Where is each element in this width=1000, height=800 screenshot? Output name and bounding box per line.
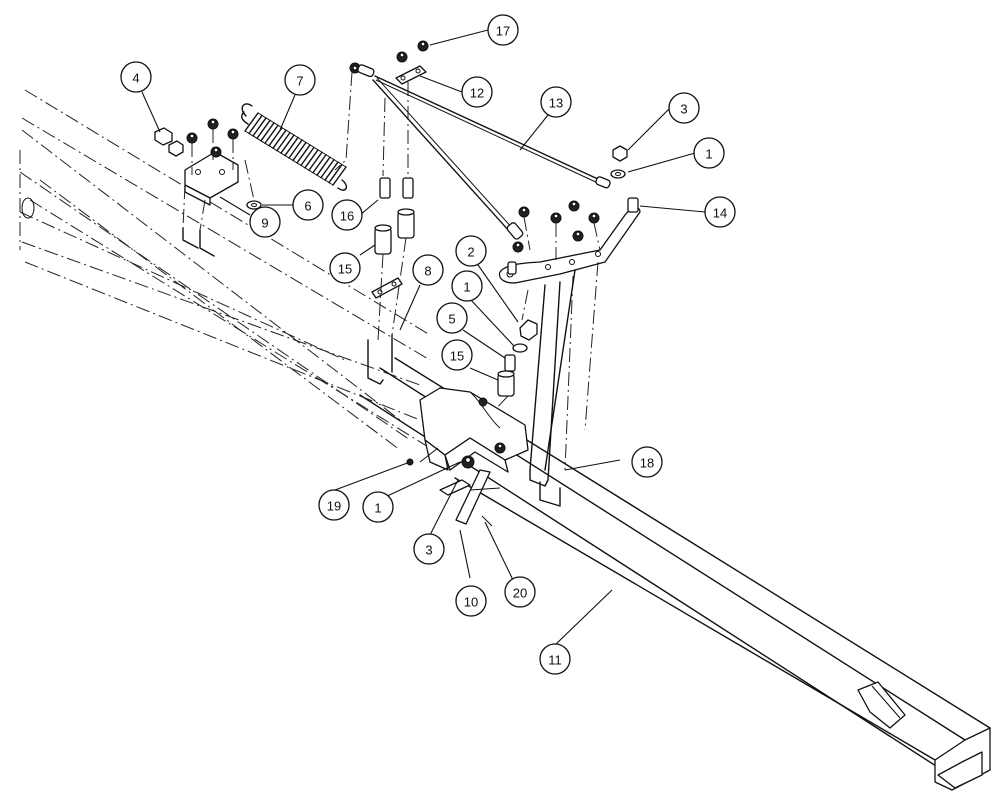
callout-number: 1 — [705, 147, 712, 162]
callout-balloon — [329, 252, 361, 284]
callout-balloon — [504, 576, 536, 608]
callout-number: 1 — [463, 280, 470, 295]
callout-number: 15 — [338, 262, 352, 277]
cable-assembly — [334, 62, 611, 253]
callout-number: 9 — [261, 216, 268, 231]
callout-balloon — [461, 76, 493, 108]
callout-1: 1 — [362, 491, 394, 523]
callout-balloon — [318, 489, 350, 521]
callout-balloon — [704, 196, 736, 228]
callout-number: 12 — [470, 86, 484, 101]
callout-balloon — [362, 491, 394, 523]
callout-balloon — [413, 533, 445, 565]
callout-number: 8 — [424, 264, 431, 279]
callout-balloon — [540, 86, 572, 118]
callout-number: 6 — [304, 199, 311, 214]
center-spacers — [367, 40, 429, 385]
callout-11: 11 — [539, 643, 571, 675]
callout-number: 5 — [448, 312, 455, 327]
callout-balloon — [441, 339, 473, 371]
callout-6: 6 — [292, 189, 324, 221]
callout-7: 7 — [284, 64, 316, 96]
callout-balloon — [487, 14, 519, 46]
washer-6 — [244, 159, 262, 210]
callout-balloon — [331, 199, 363, 231]
callout-number: 13 — [549, 96, 563, 111]
callout-13: 13 — [540, 86, 572, 118]
callout-balloon — [292, 189, 324, 221]
u-bolts-18 — [529, 261, 599, 507]
pivot-stack — [489, 289, 538, 416]
callout-number: 3 — [680, 102, 687, 117]
callout-number: 15 — [450, 349, 464, 364]
callout-balloon — [455, 585, 487, 617]
callout-number: 19 — [327, 499, 341, 514]
callout-19: 19 — [318, 489, 350, 521]
callout-number: 17 — [496, 24, 510, 39]
callout-balloon — [455, 235, 487, 267]
callout-balloon — [120, 61, 152, 93]
callout-18: 18 — [631, 446, 663, 478]
callout-number: 7 — [296, 74, 303, 89]
callout-number: 2 — [467, 245, 474, 260]
callout-4: 4 — [120, 61, 152, 93]
callout-number: 14 — [713, 206, 727, 221]
callout-number: 1 — [374, 501, 381, 516]
callout-number: 20 — [513, 586, 527, 601]
spring-coils — [241, 111, 347, 186]
callout-balloon — [412, 254, 444, 286]
callout-14: 14 — [704, 196, 736, 228]
callout-number: 4 — [132, 71, 139, 86]
callout-20: 20 — [504, 576, 536, 608]
callout-16: 16 — [331, 199, 363, 231]
left-bracket-assembly — [154, 118, 239, 257]
callout-8: 8 — [412, 254, 444, 286]
leader-lines — [141, 29, 706, 646]
callout-1: 1 — [451, 270, 483, 302]
callout-balloon — [539, 643, 571, 675]
callout-balloon — [631, 446, 663, 478]
callout-15: 15 — [441, 339, 473, 371]
callout-5: 5 — [436, 302, 468, 334]
spring — [241, 103, 348, 191]
spring-outline — [244, 112, 347, 186]
callout-12: 12 — [461, 76, 493, 108]
callout-3: 3 — [413, 533, 445, 565]
right-nut-stack — [610, 145, 628, 179]
callout-balloon — [284, 64, 316, 96]
lever-arm — [498, 197, 641, 284]
callout-15: 15 — [329, 252, 361, 284]
callout-number: 16 — [340, 209, 354, 224]
callout-number: 10 — [464, 595, 478, 610]
center-hitch-block — [406, 387, 529, 527]
callout-number: 18 — [640, 456, 654, 471]
callout-balloon — [668, 92, 700, 124]
callout-10: 10 — [455, 585, 487, 617]
spring-hooks — [241, 103, 348, 191]
construction-lines — [19, 89, 431, 451]
callout-balloon — [451, 270, 483, 302]
callout-3: 3 — [668, 92, 700, 124]
callout-17: 17 — [487, 14, 519, 46]
callout-balloon — [693, 137, 725, 169]
callout-balloon — [436, 302, 468, 334]
callout-1: 1 — [693, 137, 725, 169]
callout-number: 11 — [548, 653, 562, 668]
callout-2: 2 — [455, 235, 487, 267]
callout-9: 9 — [249, 206, 281, 238]
callout-number: 3 — [425, 543, 432, 558]
callout-balloon — [249, 206, 281, 238]
